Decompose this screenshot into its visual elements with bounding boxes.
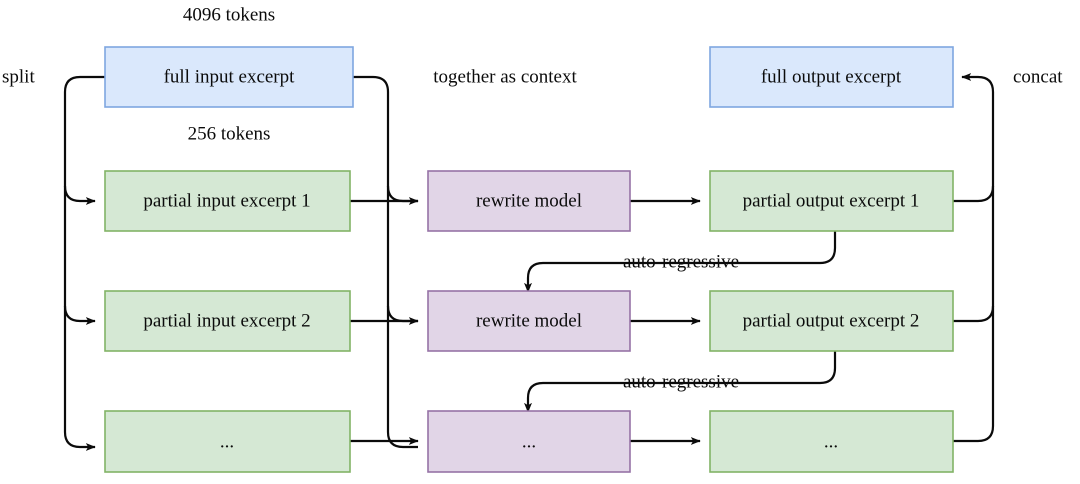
node-partial-input-excerpt-1-rect[interactable] xyxy=(104,170,351,232)
edge-auto-regressive-1 xyxy=(524,230,837,293)
node-partial-output-excerpt-2[interactable]: partial output excerpt 2 xyxy=(709,290,954,352)
node-rewrite-model-2[interactable]: rewrite model xyxy=(427,290,631,352)
label-concat: concat xyxy=(1013,66,1063,87)
label-auto-regressive-1: auto-regressive xyxy=(623,251,739,272)
edge-split-to-partial-1 xyxy=(63,185,96,205)
node-partial-input-excerpt-2[interactable]: partial input excerpt 2 xyxy=(104,290,351,352)
node-full-output-excerpt-rect[interactable] xyxy=(709,46,954,108)
node-full-input-excerpt-rect[interactable] xyxy=(104,46,354,108)
edge-concat-group xyxy=(953,73,995,443)
node-rewrite-model-1[interactable]: rewrite model xyxy=(427,170,631,232)
edge-split-to-partial-2 xyxy=(63,305,96,325)
edge-concat-from-output-2 xyxy=(953,305,995,323)
edge-split-rail xyxy=(63,75,105,451)
node-rewrite-model-more-label: ... xyxy=(522,431,536,452)
node-partial-input-excerpt-more[interactable]: ... xyxy=(104,410,351,473)
node-rewrite-model-more[interactable]: ... xyxy=(427,410,631,473)
node-full-output-excerpt-label: full output excerpt xyxy=(761,66,902,87)
label-tokens-full: 4096 tokens xyxy=(183,4,275,25)
node-partial-output-excerpt-1-rect[interactable] xyxy=(709,170,954,232)
node-rewrite-model-more-rect[interactable] xyxy=(427,410,631,473)
node-rewrite-model-1-label: rewrite model xyxy=(476,190,582,211)
node-full-output-excerpt[interactable]: full output excerpt xyxy=(709,46,954,108)
node-partial-output-excerpt-2-label: partial output excerpt 2 xyxy=(743,310,920,331)
edge-split-group xyxy=(63,75,105,451)
label-together-as-context: together as context xyxy=(433,66,577,87)
node-partial-input-excerpt-1[interactable]: partial input excerpt 1 xyxy=(104,170,351,232)
node-full-input-excerpt-label: full input excerpt xyxy=(164,66,296,87)
node-partial-input-excerpt-1-label: partial input excerpt 1 xyxy=(143,190,310,211)
node-full-input-excerpt[interactable]: full input excerpt xyxy=(104,46,354,108)
edge-auto-regressive-2 xyxy=(524,350,837,413)
label-tokens-partial: 256 tokens xyxy=(188,123,271,144)
edge-concat-from-output-1 xyxy=(953,185,995,203)
node-partial-output-excerpt-1-label: partial output excerpt 1 xyxy=(743,190,920,211)
node-partial-output-excerpt-2-rect[interactable] xyxy=(709,290,954,352)
edge-context-to-model-2 xyxy=(386,305,418,323)
node-partial-input-excerpt-2-rect[interactable] xyxy=(104,290,351,352)
node-rewrite-model-2-rect[interactable] xyxy=(427,290,631,352)
node-partial-output-excerpt-more-label: ... xyxy=(824,431,838,452)
label-auto-regressive-2: auto-regressive xyxy=(623,371,739,392)
edge-context-group xyxy=(353,75,418,449)
label-split: split xyxy=(2,66,35,87)
node-partial-input-excerpt-2-label: partial input excerpt 2 xyxy=(143,310,310,331)
edge-context-rail xyxy=(353,75,418,449)
edge-concat-rail xyxy=(953,73,995,443)
node-rewrite-model-2-label: rewrite model xyxy=(476,310,582,331)
node-partial-input-excerpt-more-label: ... xyxy=(220,431,234,452)
node-partial-output-excerpt-more[interactable]: ... xyxy=(709,410,954,473)
node-partial-output-excerpt-more-rect[interactable] xyxy=(709,410,954,473)
node-partial-input-excerpt-more-rect[interactable] xyxy=(104,410,351,473)
node-rewrite-model-1-rect[interactable] xyxy=(427,170,631,232)
edge-context-to-model-1 xyxy=(386,185,418,203)
node-partial-output-excerpt-1[interactable]: partial output excerpt 1 xyxy=(709,170,954,232)
